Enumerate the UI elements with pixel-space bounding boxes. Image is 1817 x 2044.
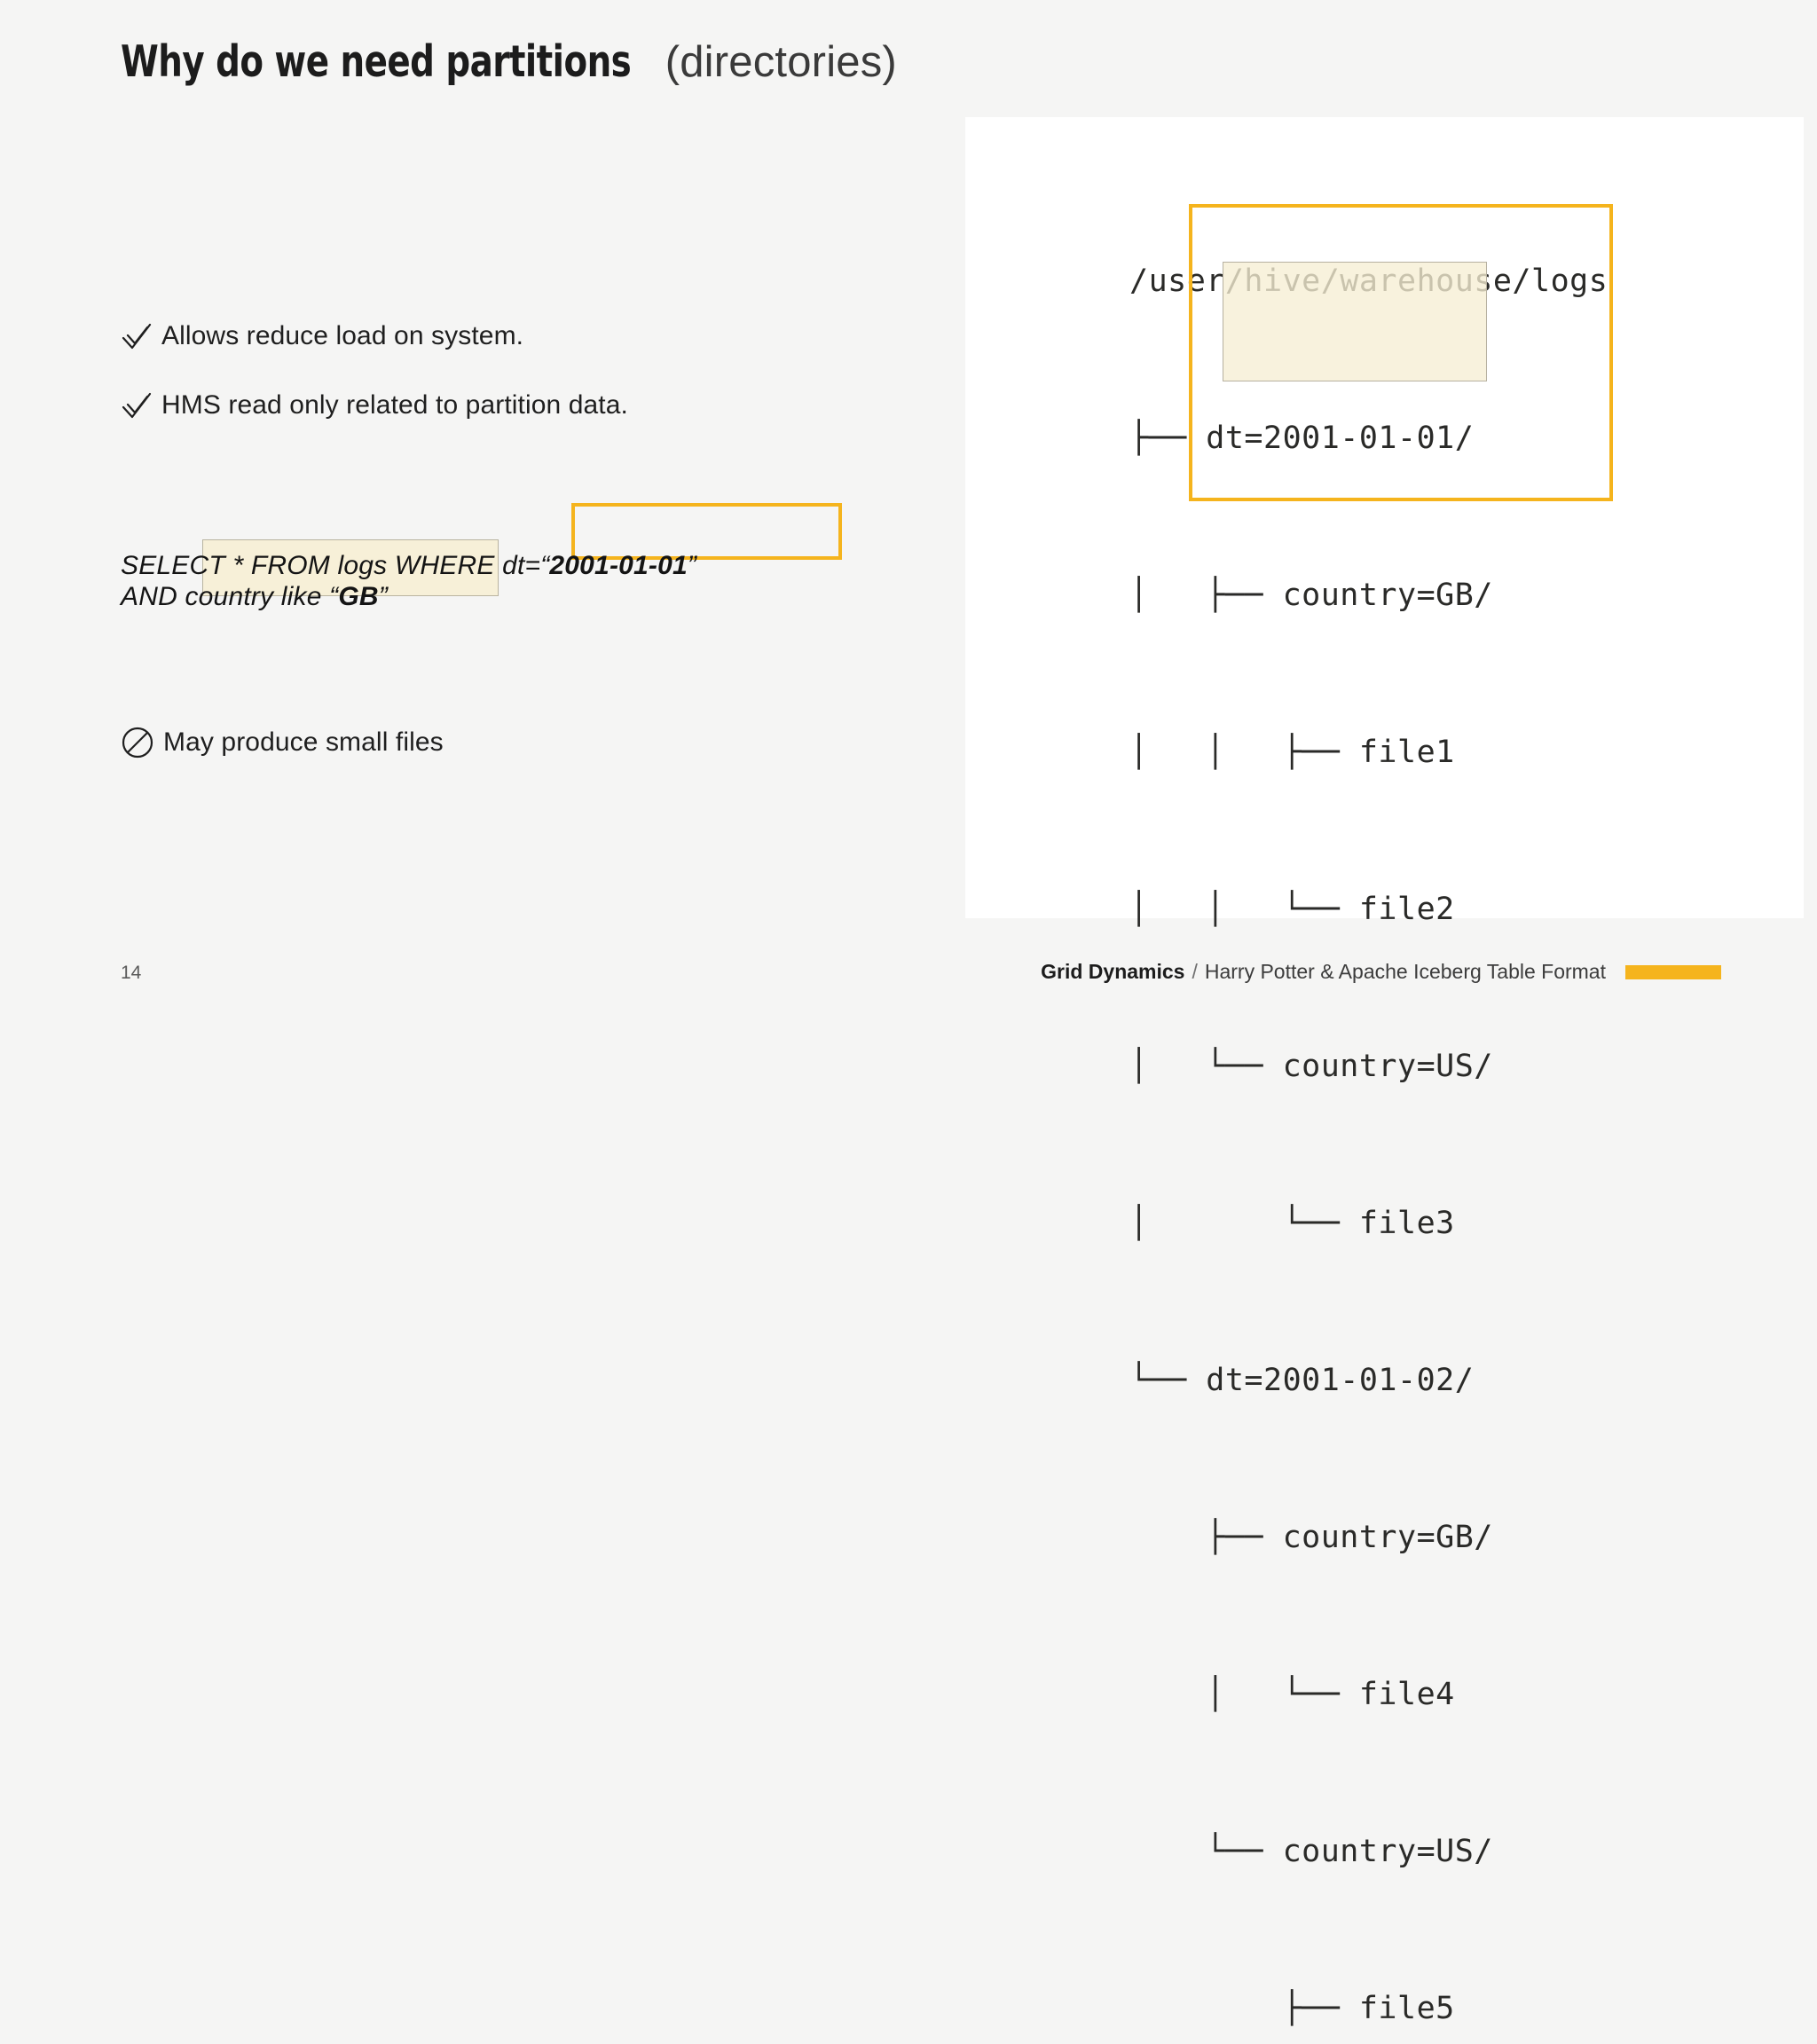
page-title-light: (directories) — [665, 38, 897, 86]
list-item-label: HMS read only related to partition data. — [161, 389, 628, 420]
sql-line-2: AND country like “GB” — [121, 581, 884, 612]
tree-line: │ ├── country=GB/ — [1129, 578, 1493, 613]
page-number: 14 — [121, 963, 142, 983]
sql-line-1: SELECT * FROM logs WHERE dt=“2001-01-01” — [121, 550, 884, 581]
page-title-strong: Why do we need partitions — [121, 36, 632, 87]
tree-line: ├── file5 — [1129, 1991, 1455, 2026]
sql-line-2-suffix: ” — [378, 582, 388, 612]
sql-query: SELECT * FROM logs WHERE dt=“2001-01-01”… — [121, 550, 884, 613]
sql-line-1-suffix: ” — [687, 551, 697, 580]
tree-line: │ └── file3 — [1129, 1206, 1455, 1241]
list-item-label: Allows reduce load on system. — [161, 321, 524, 350]
tree-line: ├── dt=2001-01-01/ — [1129, 421, 1475, 456]
tree-line: │ └── country=US/ — [1129, 1049, 1493, 1084]
sql-line-1-prefix: SELECT * FROM logs WHERE dt=“ — [121, 551, 550, 580]
sql-line-2-value: GB — [338, 582, 379, 612]
sql-line-1-value: 2001-01-01 — [549, 551, 688, 580]
warning-label: May produce small files — [163, 727, 444, 757]
list-item: Allows reduce load on system. — [121, 319, 857, 353]
tree-line: │ │ └── file2 — [1129, 892, 1455, 927]
check-outline-icon — [121, 391, 161, 421]
footer-deck-title: Harry Potter & Apache Iceberg Table Form… — [1204, 960, 1606, 983]
sql-yellow-callout-box — [571, 503, 842, 560]
footer: Grid Dynamics / Harry Potter & Apache Ic… — [1041, 960, 1721, 984]
tree-line: │ └── file4 — [1129, 1677, 1455, 1712]
sql-cream-highlight — [202, 539, 499, 596]
directory-tree: /user/hive/warehouse/logs ├── dt=2001-01… — [1129, 151, 1608, 2044]
tree-line: └── dt=2001-01-02/ — [1129, 1363, 1475, 1398]
directory-tree-panel: /user/hive/warehouse/logs ├── dt=2001-01… — [965, 117, 1804, 2026]
check-outline-icon — [121, 322, 161, 352]
bullet-list: Allows reduce load on system. HMS read o… — [121, 319, 857, 457]
prohibition-icon — [121, 726, 163, 759]
footer-accent-bar — [1625, 964, 1721, 979]
tree-line: └── country=US/ — [1129, 1834, 1493, 1869]
tree-line: ├── country=GB/ — [1129, 1520, 1493, 1555]
footer-brand: Grid Dynamics — [1041, 960, 1185, 983]
footer-separator: / — [1192, 960, 1198, 983]
list-item: HMS read only related to partition data. — [121, 389, 857, 422]
tree-line: │ │ ├── file1 — [1129, 735, 1455, 770]
tree-line: /user/hive/warehouse/logs — [1129, 263, 1609, 299]
sql-line-2-prefix: AND country like “ — [121, 582, 339, 612]
page-title: Why do we need partitions (directories) — [121, 36, 897, 87]
warning-item: May produce small files — [121, 726, 444, 759]
